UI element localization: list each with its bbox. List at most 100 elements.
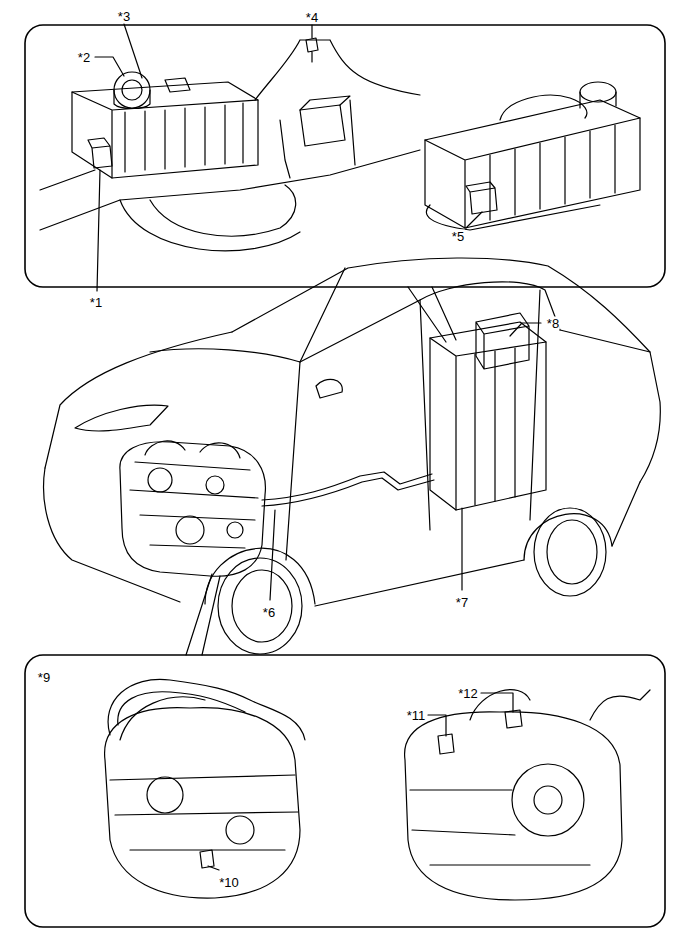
vehicle-body bbox=[286, 290, 540, 560]
power-cable bbox=[262, 472, 434, 506]
callout-number: *3 bbox=[117, 10, 131, 23]
vehicle-body bbox=[232, 258, 660, 482]
engine-assembly bbox=[145, 441, 240, 458]
wheel bbox=[218, 508, 606, 654]
hv-battery bbox=[114, 90, 150, 109]
transaxle bbox=[405, 712, 622, 900]
leader-line bbox=[481, 693, 513, 712]
hv-battery bbox=[580, 82, 616, 102]
callout-number: *9 bbox=[37, 671, 51, 684]
hv-battery bbox=[500, 95, 587, 120]
engine-assembly bbox=[130, 462, 258, 548]
transaxle bbox=[405, 690, 650, 900]
vehicle-body bbox=[316, 379, 342, 398]
hv-battery bbox=[425, 100, 640, 228]
detail-panel bbox=[25, 25, 665, 927]
callout-number: *4 bbox=[305, 11, 319, 24]
leader-line bbox=[311, 25, 312, 38]
vehicle-body bbox=[560, 330, 650, 352]
engine-assembly bbox=[176, 516, 204, 544]
detail-panel bbox=[25, 25, 665, 287]
callout-number: *11 bbox=[406, 709, 427, 722]
luggage-floor bbox=[150, 185, 296, 236]
luggage-floor bbox=[300, 96, 350, 110]
detail-panel bbox=[25, 655, 665, 927]
callout-number: *6 bbox=[262, 606, 276, 619]
callout-number: *7 bbox=[455, 596, 469, 609]
leader-line bbox=[95, 24, 541, 870]
pointer-line bbox=[202, 576, 220, 655]
callout-number: *12 bbox=[457, 687, 479, 700]
leader-line bbox=[466, 212, 482, 228]
transaxle bbox=[534, 786, 562, 814]
wheel bbox=[218, 558, 302, 654]
vehicle-body bbox=[44, 258, 661, 606]
leader-line bbox=[270, 510, 275, 600]
callout-number: *5 bbox=[451, 230, 465, 243]
transaxle bbox=[226, 816, 254, 844]
luggage-floor bbox=[40, 40, 420, 251]
transaxle bbox=[200, 850, 214, 868]
leader-line bbox=[461, 508, 462, 590]
transaxle bbox=[105, 708, 300, 899]
leader-line bbox=[208, 866, 219, 870]
hv-battery bbox=[122, 80, 142, 100]
transaxle bbox=[470, 690, 650, 720]
vehicle-body bbox=[315, 560, 524, 606]
wheel bbox=[547, 520, 597, 584]
vehicle-body bbox=[75, 405, 168, 431]
transaxle bbox=[105, 679, 305, 898]
sensor-part bbox=[306, 38, 318, 62]
hv-battery bbox=[72, 72, 258, 178]
pointer-line bbox=[408, 287, 446, 342]
transaxle bbox=[512, 764, 584, 836]
transaxle bbox=[438, 734, 454, 754]
engine-assembly bbox=[227, 522, 243, 538]
transaxle bbox=[147, 777, 183, 813]
transaxle bbox=[110, 697, 298, 850]
luggage-floor bbox=[120, 200, 300, 251]
leader-line bbox=[95, 57, 124, 76]
battery-module bbox=[476, 313, 529, 369]
hv-battery bbox=[425, 118, 640, 228]
power-cable bbox=[262, 478, 434, 506]
hv-battery bbox=[426, 205, 600, 230]
sensor-part bbox=[306, 38, 318, 62]
transaxle bbox=[108, 679, 305, 740]
hv-battery bbox=[88, 138, 112, 168]
battery-module bbox=[476, 313, 529, 369]
hv-battery bbox=[430, 338, 546, 510]
callout-number: *8 bbox=[546, 317, 560, 330]
hv-battery bbox=[72, 92, 258, 178]
hv-battery bbox=[72, 82, 258, 178]
engine-assembly bbox=[148, 468, 172, 492]
engine-assembly bbox=[120, 442, 266, 577]
vehicle-body bbox=[44, 468, 180, 602]
callout-number: *10 bbox=[218, 876, 240, 889]
callout-number: *2 bbox=[77, 51, 91, 64]
leader-line bbox=[97, 170, 100, 291]
hv-battery bbox=[580, 92, 616, 108]
callout-number: *1 bbox=[89, 296, 103, 309]
hv-battery bbox=[165, 78, 190, 92]
pointer-line bbox=[432, 287, 456, 340]
transaxle bbox=[118, 692, 245, 725]
luggage-floor bbox=[280, 100, 355, 178]
power-cable bbox=[262, 472, 432, 500]
engine-assembly bbox=[120, 441, 266, 576]
transaxle bbox=[410, 790, 590, 865]
hv-battery bbox=[114, 72, 150, 108]
hv-battery bbox=[125, 103, 243, 172]
leader-line bbox=[428, 715, 446, 736]
pointer-line bbox=[186, 287, 456, 655]
vehicle-body bbox=[150, 268, 345, 362]
vehicle-body bbox=[612, 482, 640, 546]
hv-battery bbox=[466, 182, 497, 214]
transaxle bbox=[505, 710, 522, 728]
hv-battery bbox=[425, 82, 640, 230]
luggage-floor bbox=[255, 40, 420, 100]
wheel bbox=[534, 508, 606, 596]
